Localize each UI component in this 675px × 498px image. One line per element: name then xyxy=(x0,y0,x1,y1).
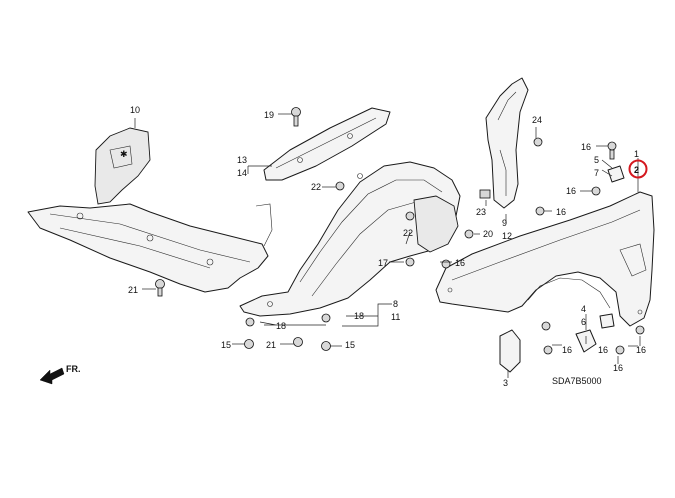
bolt-16-bottom3 xyxy=(615,345,625,355)
bolt-16-mid xyxy=(591,186,601,196)
bolt-16-top xyxy=(607,141,617,160)
callout-14[interactable]: 14 xyxy=(237,168,247,178)
leader-lines xyxy=(134,113,641,378)
callout-2-highlight-ring[interactable] xyxy=(628,159,648,179)
callout-10[interactable]: 10 xyxy=(130,105,140,115)
catalog-code: SDA7B5000 xyxy=(552,376,602,386)
callout-7[interactable]: 7 xyxy=(594,168,599,178)
callout-13[interactable]: 13 xyxy=(237,155,247,165)
pillar-bracket-part xyxy=(485,77,529,209)
callout-16-center[interactable]: 16 xyxy=(556,207,566,217)
bolt-19 xyxy=(291,107,301,127)
bolt-16-bottom1 xyxy=(541,321,551,331)
callout-16-left[interactable]: 16 xyxy=(455,258,465,268)
callout-22-upper[interactable]: 22 xyxy=(311,182,321,192)
callout-16-top[interactable]: 16 xyxy=(581,142,591,152)
callout-16-mid[interactable]: 16 xyxy=(566,186,576,196)
bolt-16-bottom2 xyxy=(543,345,553,355)
callout-21-left[interactable]: 21 xyxy=(128,285,138,295)
clip-22a xyxy=(335,181,345,191)
upper-bracket-part xyxy=(263,107,391,181)
clip-18b xyxy=(321,313,331,323)
callout-16-bottom-a[interactable]: 16 xyxy=(562,345,572,355)
callout-17[interactable]: 17 xyxy=(378,258,388,268)
bolt-24 xyxy=(533,137,543,147)
fender-liner-part xyxy=(239,161,461,317)
bolt-16-right xyxy=(635,325,645,335)
callout-21-bottom[interactable]: 21 xyxy=(266,340,276,350)
callout-4[interactable]: 4 xyxy=(581,304,586,314)
callout-22-lower[interactable]: 22 xyxy=(403,228,413,238)
callout-24[interactable]: 24 xyxy=(532,115,542,125)
bolt-16-left xyxy=(441,259,451,269)
bolt-21a xyxy=(155,279,165,297)
callout-1[interactable]: 1 xyxy=(634,149,639,159)
front-fender-part xyxy=(435,191,655,327)
bolt-15a xyxy=(244,339,254,349)
callout-20[interactable]: 20 xyxy=(483,229,493,239)
callout-15-right[interactable]: 15 xyxy=(345,340,355,350)
callout-2[interactable]: 2 xyxy=(634,165,639,175)
callout-5[interactable]: 5 xyxy=(594,155,599,165)
callout-18-left[interactable]: 18 xyxy=(276,321,286,331)
callout-8[interactable]: 8 xyxy=(393,299,398,309)
callout-18-right[interactable]: 18 xyxy=(354,311,364,321)
bolt-20 xyxy=(464,229,474,239)
callout-6[interactable]: 6 xyxy=(581,317,586,327)
under-cover-part: ✱ xyxy=(27,127,273,293)
direction-label: FR. xyxy=(66,364,81,374)
callout-16-bottom-c[interactable]: 16 xyxy=(613,363,623,373)
front-direction-arrow: FR. xyxy=(39,364,81,385)
callout-23[interactable]: 23 xyxy=(476,207,486,217)
callout-9[interactable]: 9 xyxy=(502,218,507,228)
callout-15-left[interactable]: 15 xyxy=(221,340,231,350)
bolt-21b xyxy=(293,337,303,347)
asterisk-mark: ✱ xyxy=(120,149,128,159)
callout-labels: 10 19 13 14 22 21 15 21 18 15 18 8 11 22… xyxy=(128,105,648,388)
callout-3[interactable]: 3 xyxy=(503,378,508,388)
callout-11[interactable]: 11 xyxy=(391,312,400,322)
bolt-16-center xyxy=(535,206,545,216)
callout-12[interactable]: 12 xyxy=(502,231,512,241)
callout-16-right[interactable]: 16 xyxy=(636,345,646,355)
callout-16-bottom-b[interactable]: 16 xyxy=(598,345,608,355)
bolt-17 xyxy=(405,257,415,267)
callout-19[interactable]: 19 xyxy=(264,110,274,120)
bolt-23 xyxy=(479,189,491,199)
bolt-15b xyxy=(321,341,331,351)
clip-22b xyxy=(405,211,415,221)
clip-18a xyxy=(245,317,255,327)
